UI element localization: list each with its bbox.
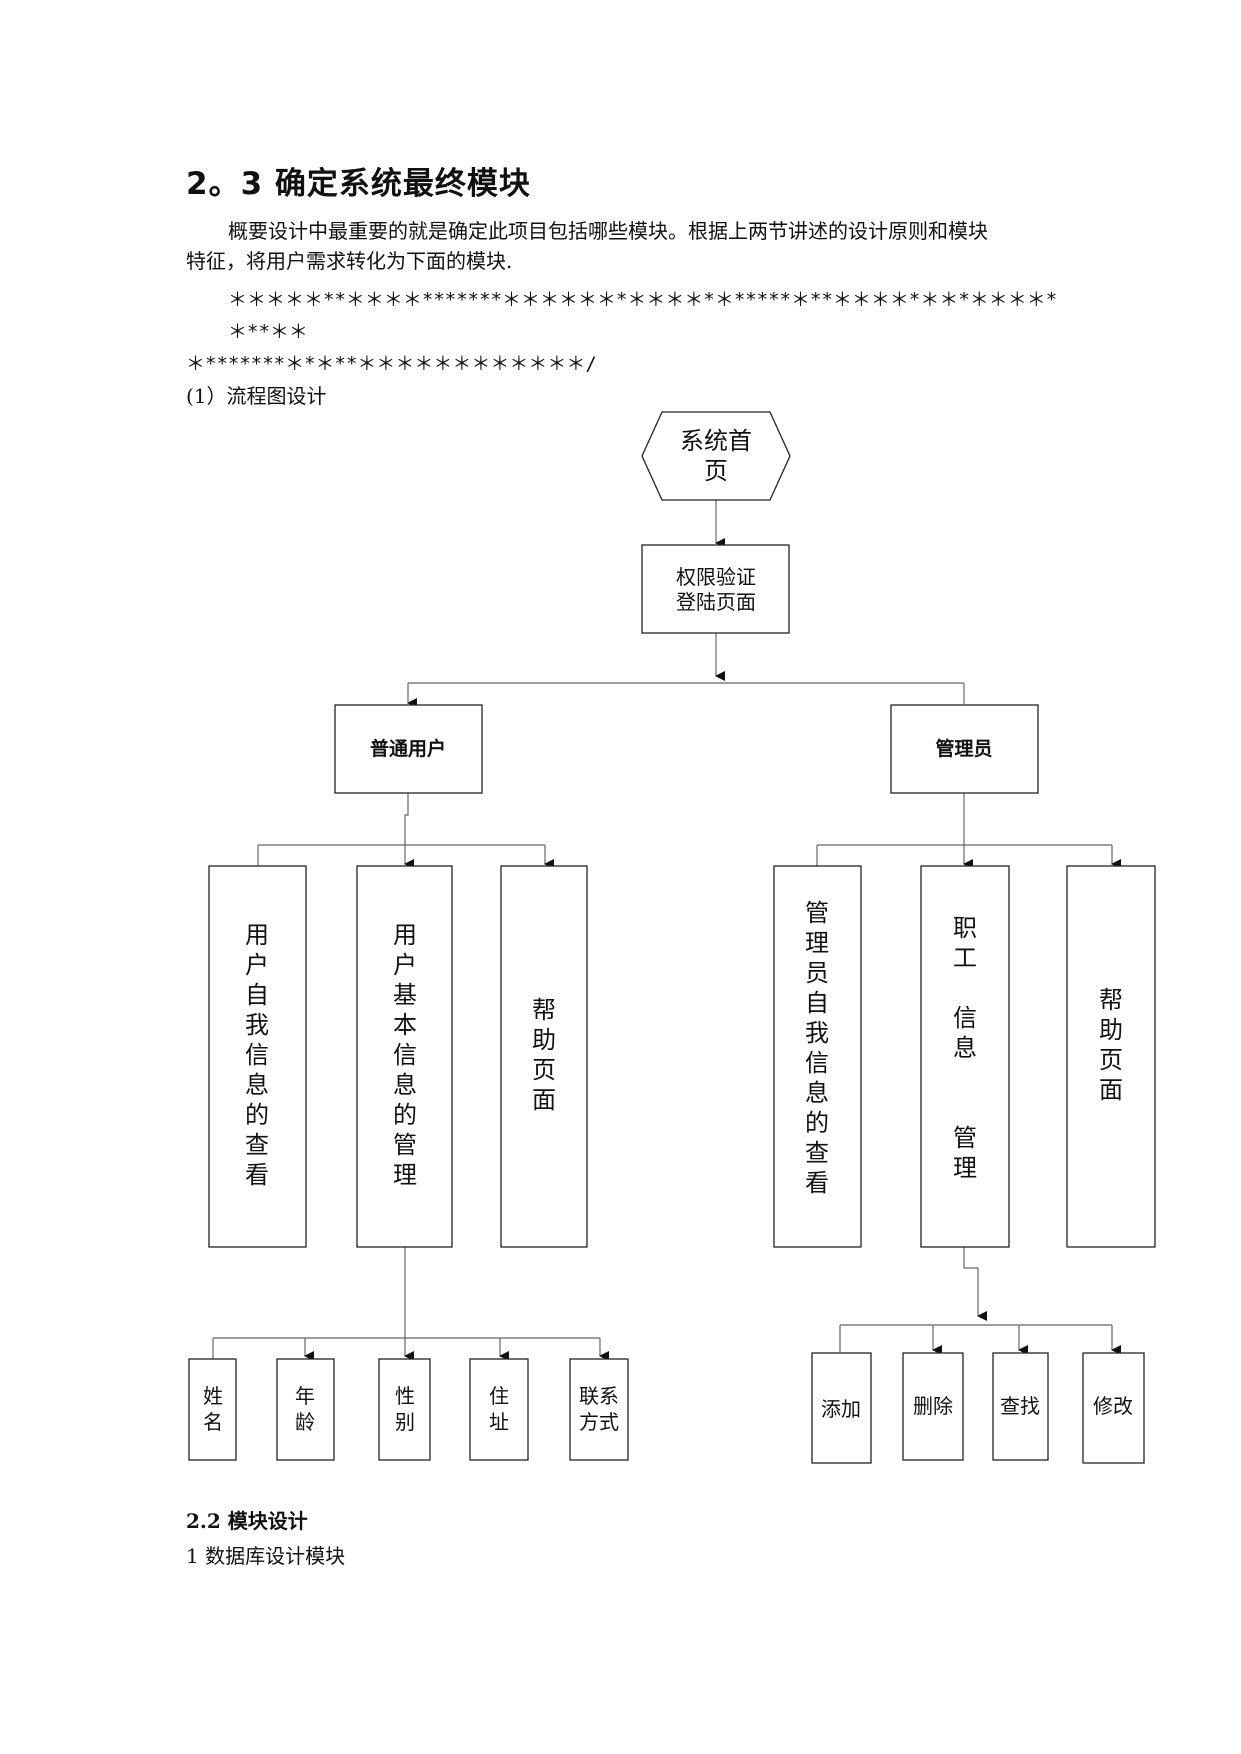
node-staff-manage — [920, 865, 1010, 1248]
node-modify: 修改 — [1082, 1352, 1145, 1464]
admin-self-char-7: 息 — [805, 1079, 829, 1107]
node-normal-user-label: 普通用户 — [370, 737, 446, 760]
node-user-basic-manage — [356, 865, 453, 1248]
user-self-char-7: 的 — [245, 1101, 269, 1129]
user-basic-char-4: 本 — [393, 1011, 417, 1039]
node-login: 权限验证 登陆页面 — [641, 544, 790, 634]
staff-char-3: 信 — [953, 1004, 977, 1032]
star-line-1: ＊＊＊＊＊**＊＊＊＊*******＊＊＊＊＊＊*＊＊＊＊*＊*****＊**＊… — [228, 289, 1058, 343]
node-login-line-1: 权限验证 — [676, 565, 756, 589]
node-address-char-2: 址 — [489, 1410, 509, 1434]
star-separator: ＊＊＊＊＊**＊＊＊＊*******＊＊＊＊＊＊*＊＊＊＊*＊*****＊**＊… — [186, 284, 1066, 380]
node-contact-line-2: 方式 — [579, 1410, 619, 1434]
user-self-char-4: 我 — [245, 1011, 269, 1039]
user-help-char-3: 页 — [532, 1056, 556, 1084]
node-normal-user: 普通用户 — [334, 704, 483, 794]
admin-self-char-1: 管 — [805, 899, 829, 927]
admin-self-char-2: 理 — [805, 929, 829, 957]
node-user-self-view — [208, 865, 307, 1248]
user-basic-char-3: 基 — [393, 981, 417, 1009]
node-add: 添加 — [811, 1352, 872, 1464]
intro-paragraph: 概要设计中最重要的就是确定此项目包括哪些模块。根据上两节讲述的设计原则和模块 特… — [186, 216, 1066, 276]
user-help-char-4: 面 — [532, 1086, 556, 1114]
user-self-char-5: 信 — [245, 1041, 269, 1069]
user-help-char-1: 帮 — [532, 996, 556, 1024]
node-gender-char-2: 别 — [395, 1410, 415, 1434]
admin-help-char-4: 面 — [1099, 1076, 1123, 1104]
intro-line-1: 概要设计中最重要的就是确定此项目包括哪些模块。根据上两节讲述的设计原则和模块 — [228, 219, 988, 243]
node-home: 系统首 页 — [641, 411, 791, 501]
user-self-char-6: 息 — [245, 1071, 269, 1099]
user-basic-char-1: 用 — [393, 921, 417, 949]
staff-char-5: 管 — [953, 1124, 977, 1152]
admin-help-char-2: 助 — [1099, 1016, 1123, 1044]
node-home-line-1: 系统首 — [680, 427, 752, 455]
user-basic-char-8: 管 — [393, 1131, 417, 1159]
node-age-char-2: 龄 — [295, 1410, 315, 1434]
intro-line-2: 特征，将用户需求转化为下面的模块. — [186, 249, 513, 273]
node-delete: 删除 — [902, 1352, 964, 1461]
node-gender-char-1: 性 — [395, 1384, 415, 1408]
node-admin: 管理员 — [890, 704, 1039, 794]
admin-self-char-4: 自 — [805, 989, 829, 1017]
user-basic-char-5: 信 — [393, 1041, 417, 1069]
admin-self-char-3: 员 — [805, 959, 829, 987]
user-basic-char-9: 理 — [393, 1161, 417, 1189]
connector-lines — [212, 500, 1121, 1361]
node-name-char-2: 名 — [203, 1410, 223, 1434]
staff-char-1: 职 — [953, 914, 977, 942]
admin-help-char-3: 页 — [1099, 1046, 1123, 1074]
user-help-char-2: 助 — [532, 1026, 556, 1054]
node-add-label: 添加 — [821, 1397, 861, 1421]
node-address: 住 址 — [469, 1358, 529, 1461]
node-home-line-2: 页 — [704, 457, 728, 485]
admin-self-char-6: 信 — [805, 1049, 829, 1077]
database-module-item: 1 数据库设计模块 — [186, 1544, 346, 1568]
node-address-char-1: 住 — [489, 1384, 509, 1408]
node-age: 年 龄 — [276, 1358, 335, 1461]
section-heading: 2。3 确定系统最终模块 — [186, 166, 531, 202]
admin-help-char-1: 帮 — [1099, 986, 1123, 1014]
node-contact-line-1: 联系 — [579, 1384, 619, 1408]
node-user-help — [500, 865, 588, 1248]
node-find: 查找 — [992, 1352, 1049, 1461]
node-admin-help — [1066, 865, 1156, 1248]
node-contact: 联系 方式 — [569, 1358, 629, 1461]
node-name-char-1: 姓 — [203, 1384, 223, 1408]
user-self-char-1: 用 — [245, 921, 269, 949]
section-2-2-heading: 2.2 模块设计 — [186, 1509, 308, 1533]
user-self-char-2: 户 — [245, 951, 269, 979]
admin-self-char-9: 查 — [805, 1139, 829, 1167]
staff-char-2: 工 — [953, 944, 977, 972]
node-delete-label: 删除 — [913, 1394, 953, 1418]
node-gender: 性 别 — [378, 1358, 431, 1461]
node-find-label: 查找 — [1000, 1394, 1040, 1418]
node-name: 姓 名 — [188, 1358, 237, 1461]
staff-char-6: 理 — [953, 1154, 977, 1182]
node-admin-self-view — [773, 865, 862, 1248]
node-login-line-2: 登陆页面 — [676, 590, 756, 614]
user-self-char-3: 自 — [245, 981, 269, 1009]
user-self-char-8: 查 — [245, 1131, 269, 1159]
user-basic-char-6: 息 — [393, 1071, 417, 1099]
admin-self-char-5: 我 — [805, 1019, 829, 1047]
user-basic-char-7: 的 — [393, 1101, 417, 1129]
admin-self-char-10: 看 — [805, 1169, 829, 1197]
node-modify-label: 修改 — [1093, 1394, 1133, 1418]
user-basic-char-2: 户 — [393, 951, 417, 979]
flowchart-label: (1）流程图设计 — [186, 384, 327, 408]
admin-self-char-8: 的 — [805, 1109, 829, 1137]
user-self-char-9: 看 — [245, 1161, 269, 1189]
star-line-2: ＊*******＊*＊**＊＊＊＊＊＊＊＊＊＊＊＊/ — [186, 353, 597, 375]
staff-char-4: 息 — [953, 1034, 977, 1062]
node-age-char-1: 年 — [295, 1384, 315, 1408]
node-admin-label: 管理员 — [935, 737, 992, 760]
